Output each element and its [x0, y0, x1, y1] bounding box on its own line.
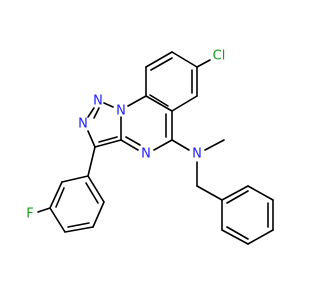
fluorine-label: F: [26, 207, 33, 222]
atom-labels: Cl N N N N N F: [26, 49, 225, 222]
bridgehead-nitrogen-label: N: [116, 104, 126, 119]
triazole-nitrogen-2-label: N: [78, 117, 88, 132]
pyrimidine-nitrogen-label: N: [141, 147, 151, 162]
bond-lines: [37, 51, 274, 245]
molecule-structure: Cl N N N N N F: [26, 49, 274, 245]
chlorine-label: Cl: [213, 49, 226, 64]
amine-nitrogen-label: N: [192, 147, 202, 162]
triazole-nitrogen-1-label: N: [93, 94, 103, 109]
